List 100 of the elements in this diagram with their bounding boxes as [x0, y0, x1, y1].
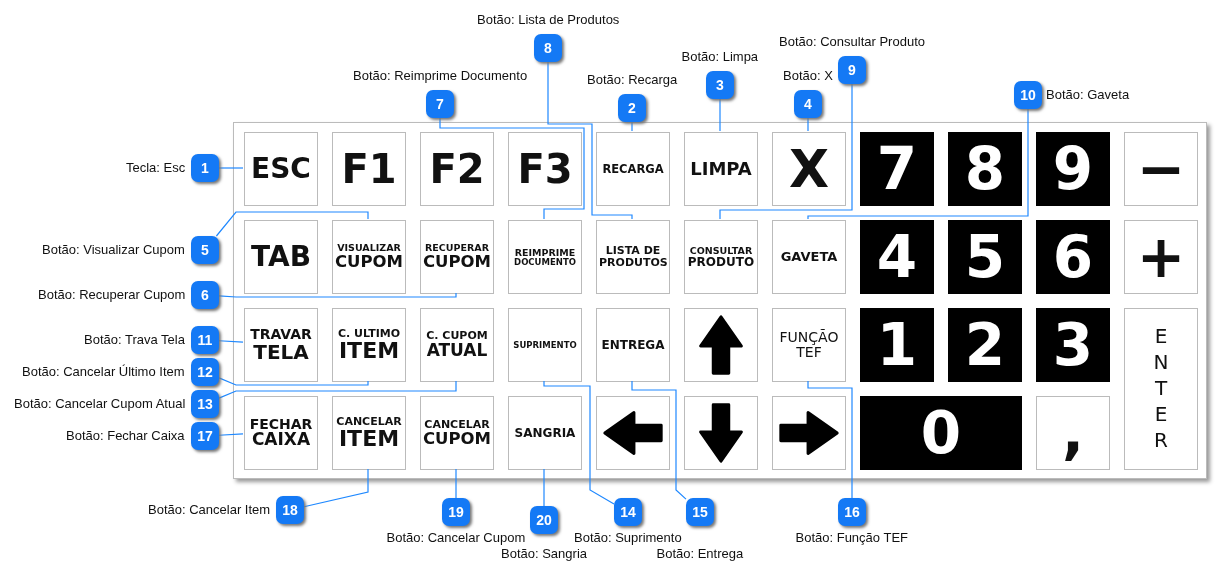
key-label: − — [1136, 138, 1186, 200]
callout-number: 5 — [191, 236, 219, 264]
callout-label: Botão: Consultar Produto — [779, 34, 925, 50]
keyboard-key — [332, 220, 406, 294]
key-label: ESC — [251, 154, 311, 184]
key-label: GAVETA — [780, 250, 838, 264]
key-label: CANCELAR — [424, 418, 490, 431]
keyboard-key — [1036, 220, 1110, 294]
key-label: SANGRIA — [514, 426, 576, 440]
keyboard-key — [1124, 308, 1198, 470]
key-label: CUPOM — [422, 430, 491, 448]
keyboard-key — [420, 220, 494, 294]
leader-line — [218, 433, 244, 436]
callout-number: 11 — [191, 326, 219, 354]
key-label: TAB — [251, 242, 311, 272]
keyboard-key — [508, 308, 582, 382]
leader-line — [218, 380, 457, 399]
keyboard-key — [420, 308, 494, 382]
key-label: PRODUTO — [687, 255, 755, 269]
key-label: + — [1136, 226, 1186, 288]
callout-label: Botão: Limpa — [681, 49, 759, 65]
callout-label: Botão: Fechar Caixa — [66, 428, 185, 444]
callout-number: 12 — [191, 358, 219, 386]
callout-label: Botão: Cancelar Último Item — [22, 364, 185, 380]
callout-label: Tecla: Esc — [126, 160, 186, 176]
callout-label: Botão: Cancelar Cupom Atual — [14, 396, 186, 412]
keyboard-key — [1036, 396, 1110, 470]
leader-line — [719, 83, 853, 220]
key-label: RECARGA — [602, 162, 664, 176]
callout-number: 2 — [618, 94, 646, 122]
keyboard-key — [508, 220, 582, 294]
callout-number: 16 — [838, 498, 866, 526]
keyboard-key — [508, 132, 582, 206]
key-label: CUPOM — [422, 253, 491, 271]
callout-label: Botão: Suprimento — [574, 530, 682, 546]
callout-number: 20 — [530, 506, 558, 534]
key-label: RECUPERAR — [425, 243, 489, 254]
callout-number: 10 — [1014, 81, 1042, 109]
callout-number: 3 — [706, 71, 734, 99]
leader-line — [807, 380, 853, 499]
callout-label: Botão: Lista de Produtos — [477, 12, 620, 28]
callout-label: Botão: Recarga — [587, 72, 678, 88]
callout-label: Botão: Sangria — [501, 546, 587, 562]
keyboard-key — [508, 396, 582, 470]
callout-number: 4 — [794, 90, 822, 118]
leader-line — [543, 468, 545, 507]
keyboard-key — [1124, 220, 1198, 294]
key-label: FECHAR — [249, 416, 313, 432]
keyboard-key — [332, 132, 406, 206]
leader-line — [807, 108, 1029, 220]
keyboard-key — [772, 396, 846, 470]
callout-number: 13 — [191, 390, 219, 418]
keyboard-key — [420, 132, 494, 206]
keyboard-key — [332, 308, 406, 382]
keyboard-key — [420, 396, 494, 470]
keyboard-key — [596, 132, 670, 206]
key-label: TELA — [253, 341, 309, 363]
keyboard-key — [596, 220, 670, 294]
callout-number: 7 — [426, 90, 454, 118]
callout-label: Botão: Cancelar Cupom — [386, 530, 526, 546]
callout-number: 18 — [276, 496, 304, 524]
callout-number: 8 — [534, 34, 562, 62]
callout-label: Botão: Visualizar Cupom — [42, 242, 185, 258]
key-label: ITEM — [338, 339, 400, 363]
keyboard-key — [332, 396, 406, 470]
key-label: 7 — [876, 138, 918, 200]
key-label: X — [788, 141, 830, 197]
key-label: 0 — [920, 402, 962, 464]
leader-line — [719, 98, 721, 132]
leader-line — [215, 211, 369, 237]
keyboard-key — [244, 132, 318, 206]
keyboard-key — [948, 132, 1022, 206]
key-label: FUNÇÃO TEF — [778, 330, 840, 360]
keyboard-key — [596, 396, 670, 470]
keyboard-key — [684, 308, 758, 382]
keyboard-key — [860, 396, 1022, 470]
key-label: CONSULTAR — [689, 245, 753, 256]
keyboard-key — [772, 220, 846, 294]
keyboard-key — [1036, 308, 1110, 382]
callout-label: Botão: X — [783, 68, 833, 84]
keyboard-key — [948, 308, 1022, 382]
callout-number: 19 — [442, 498, 470, 526]
callout-label: Botão: Entrega — [656, 546, 744, 562]
callout-number: 14 — [614, 498, 642, 526]
key-label: 5 — [964, 226, 1006, 288]
key-label: 9 — [1052, 138, 1094, 200]
key-label: DOCUMENTO — [514, 257, 576, 267]
keyboard-key — [948, 220, 1022, 294]
leader-line — [543, 380, 615, 505]
key-label: F2 — [429, 148, 485, 190]
leader-line — [218, 377, 369, 386]
key-label: CANCELAR — [336, 415, 402, 428]
key-label: CAIXA — [251, 431, 311, 450]
key-label: 2 — [964, 314, 1006, 376]
callout-label: Botão: Gaveta — [1046, 87, 1130, 103]
callout-number: 9 — [838, 56, 866, 84]
key-label: 6 — [1052, 226, 1094, 288]
keyboard-key — [860, 220, 934, 294]
key-label: 4 — [876, 226, 918, 288]
callout-number: 15 — [686, 498, 714, 526]
